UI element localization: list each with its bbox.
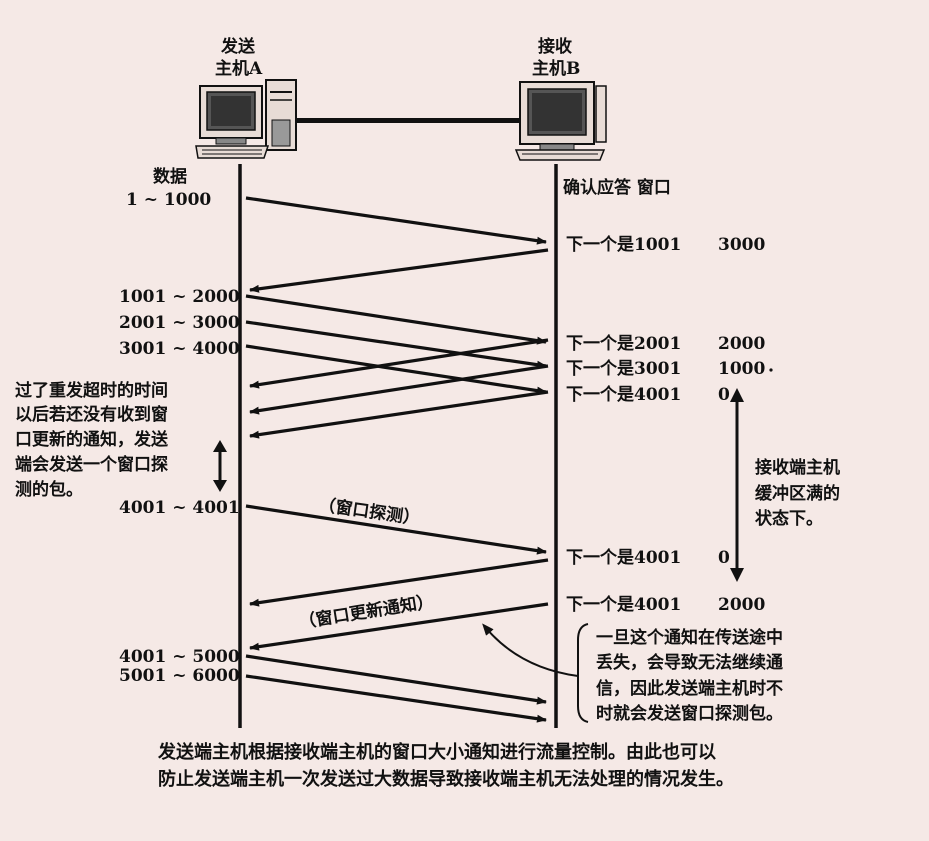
left-note-line: 以后若还没有收到窗: [15, 404, 168, 425]
curved-pointer-arrow: [486, 628, 578, 676]
receiver-computer-icon: [516, 82, 606, 160]
lost-note-line: 丢失，会导致无法继续通: [596, 652, 783, 673]
ack-arrow: [250, 340, 548, 386]
left-note: 过了重发超时的时间 以后若还没有收到窗 口更新的通知，发送 端会发送一个窗口探 …: [15, 380, 169, 500]
ack-next-label: 下一个是4001: [566, 384, 681, 405]
lost-note-line: 一旦这个通知在传送途中: [596, 627, 783, 648]
update-label: （窗口更新通知）: [297, 591, 435, 633]
ack-next-label: 下一个是3001: [566, 358, 681, 379]
lost-note-line: 时就会发送窗口探测包。: [596, 703, 783, 724]
receiver-host-label-1: 接收: [538, 36, 572, 57]
data-arrow: [246, 346, 546, 392]
ack-window-value: 2000: [718, 595, 765, 615]
stray-dot: [769, 368, 772, 371]
lost-note-line: 信，因此发送端主机时不: [596, 678, 783, 699]
ack-next-label: 下一个是2001: [566, 333, 681, 354]
ack-window-value: 1000: [718, 359, 765, 379]
ack-arrows: [250, 250, 548, 648]
data-arrow: [246, 198, 546, 242]
data-arrow: [246, 676, 546, 720]
segment-label: 1 ~ 1000: [126, 190, 211, 210]
ack-arrow: [250, 366, 548, 412]
sender-host-label-2: 主机A: [215, 58, 263, 79]
left-note-line: 端会发送一个窗口探: [15, 454, 168, 475]
receiver-host-label-2: 主机B: [532, 58, 580, 79]
timeout-interval-arrow: [213, 440, 227, 492]
segment-label: 4001 ~ 4001: [119, 498, 240, 518]
segment-label: 3001 ~ 4000: [119, 339, 240, 359]
segment-label: 4001 ~ 5000: [119, 647, 240, 667]
caption-line: 防止发送端主机一次发送过大数据导致接收端主机无法处理的情况发生。: [158, 768, 734, 790]
sender-host-label-1: 发送: [220, 36, 256, 57]
network-cable: [296, 118, 520, 123]
ack-window-header: 确认应答 窗口: [563, 177, 671, 198]
data-arrow: [246, 322, 546, 366]
buffer-full-note: 接收端主机 缓冲区满的 状态下。: [755, 457, 840, 529]
buffer-note-line: 缓冲区满的: [755, 483, 840, 504]
left-note-line: 口更新的通知，发送: [15, 429, 169, 450]
ack-window-value: 2000: [718, 334, 765, 354]
segment-label: 2001 ~ 3000: [119, 313, 240, 333]
data-column-header: 数据: [153, 166, 187, 187]
left-note-line: 测的包。: [15, 479, 83, 500]
ack-next-label: 下一个是4001: [566, 547, 681, 568]
data-arrow: [246, 656, 546, 702]
segment-label: 1001 ~ 2000: [119, 287, 240, 307]
sender-computer-icon: [196, 80, 296, 158]
figure-caption: 发送端主机根据接收端主机的窗口大小通知进行流量控制。由此也可以 防止发送端主机一…: [157, 741, 734, 790]
ack-next-label: 下一个是1001: [566, 234, 681, 255]
ack-next-label: 下一个是4001: [566, 594, 681, 615]
ack-window-value: 0: [718, 548, 730, 568]
buffer-full-interval-arrow: [730, 388, 744, 582]
buffer-note-line: 状态下。: [755, 508, 823, 529]
ack-window-value: 0: [718, 385, 730, 405]
ack-arrow: [250, 250, 548, 290]
ack-arrow: [250, 392, 548, 436]
note-bracket: [578, 624, 588, 722]
lost-update-note: 一旦这个通知在传送途中 丢失，会导致无法继续通 信，因此发送端主机时不 时就会发…: [486, 624, 783, 724]
segment-label: 5001 ~ 6000: [119, 666, 240, 686]
left-note-line: 过了重发超时的时间: [15, 380, 168, 401]
caption-line: 发送端主机根据接收端主机的窗口大小通知进行流量控制。由此也可以: [157, 741, 716, 763]
data-arrow: [246, 296, 546, 342]
ack-window-value: 3000: [718, 235, 765, 255]
buffer-note-line: 接收端主机: [755, 457, 840, 478]
